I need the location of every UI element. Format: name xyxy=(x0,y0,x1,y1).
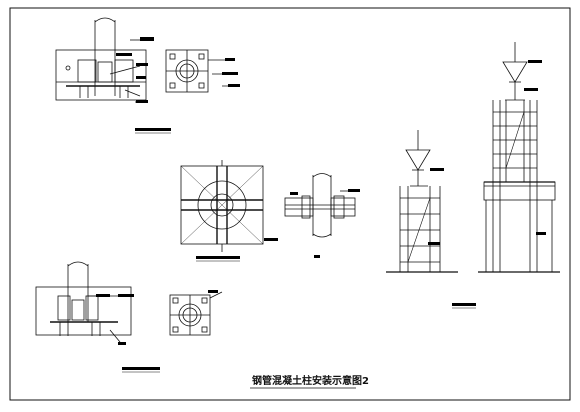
callout-label-d1e xyxy=(136,100,148,103)
callout-label-d8a xyxy=(208,290,218,293)
callout-label-d5b xyxy=(428,242,440,245)
callout-label-d6a xyxy=(528,60,542,63)
hoist-scaffold-tower-2 xyxy=(478,42,560,273)
callout-label-d2c xyxy=(228,84,240,87)
column-joint-plan xyxy=(180,160,264,252)
base-plate-plan-bottom xyxy=(169,291,223,336)
callout-label-d1d xyxy=(136,76,146,79)
drawing-title: 钢管混凝土柱安装示意图2 xyxy=(252,374,369,387)
caption-d7 xyxy=(122,367,160,370)
callout-label-d2b xyxy=(222,72,238,75)
callout-label-d7b xyxy=(118,294,134,297)
callout-label-d1a xyxy=(140,37,154,41)
caption-d56 xyxy=(452,303,476,306)
callout-label-d4b xyxy=(290,192,298,195)
drawing-border xyxy=(9,7,571,401)
callout-label-d1c xyxy=(136,63,148,66)
callout-label-d6b xyxy=(524,88,538,91)
callout-label-d7a xyxy=(96,294,110,297)
callout-label-d6c xyxy=(536,232,546,235)
callout-label-d1b xyxy=(116,53,132,56)
column-base-elevation-bottom xyxy=(35,261,132,343)
column-base-elevation-top xyxy=(55,17,147,103)
base-plate-plan-top xyxy=(165,49,240,93)
callout-label-d7c xyxy=(118,342,126,345)
callout-label-d3a xyxy=(264,238,278,241)
hoist-scaffold-tower-1 xyxy=(386,130,458,273)
caption-d4 xyxy=(314,255,320,258)
callout-label-d4a xyxy=(348,189,360,192)
caption-d1 xyxy=(135,128,171,131)
callout-label-d2a xyxy=(225,58,235,61)
beam-column-connection xyxy=(284,173,356,238)
callout-label-d5a xyxy=(430,168,444,171)
caption-d3 xyxy=(196,256,240,259)
